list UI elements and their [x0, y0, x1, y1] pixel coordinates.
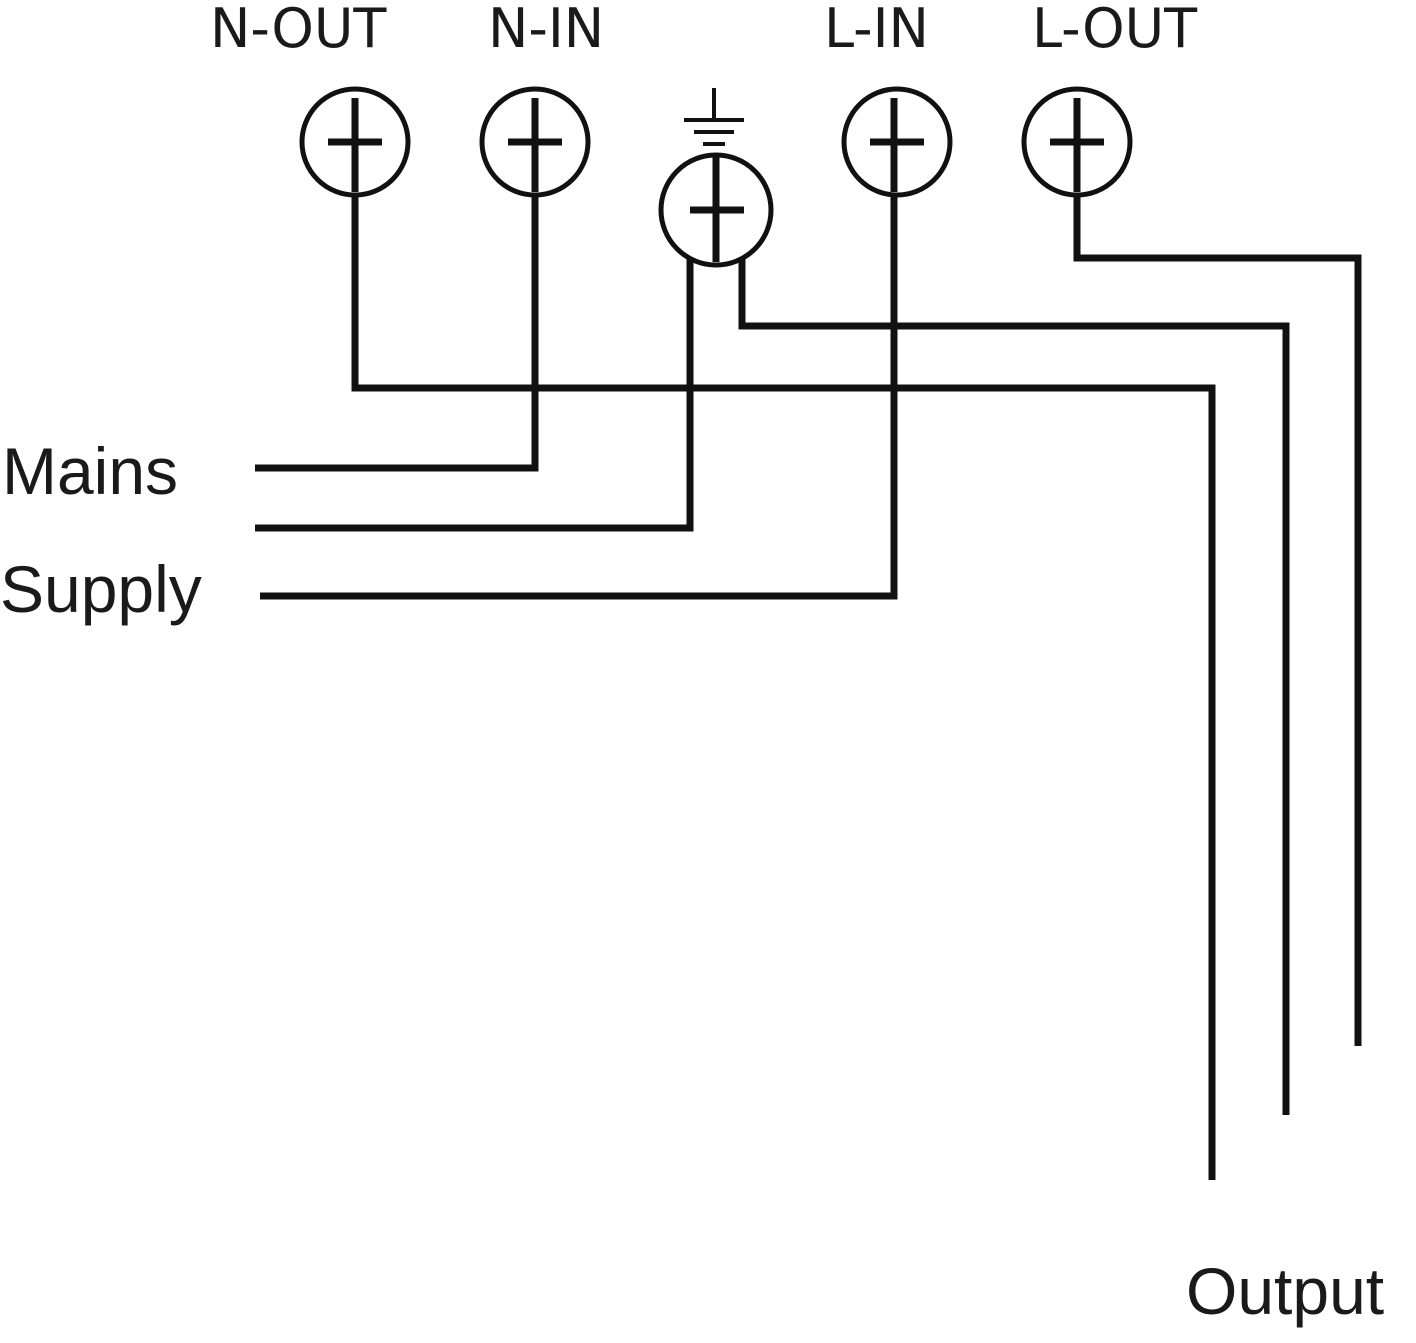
label-output: Output	[1186, 1254, 1385, 1328]
wire-l-in-from-mains	[260, 190, 898, 600]
label-l-out: L-OUT	[1032, 0, 1198, 60]
terminal-l-in	[841, 86, 953, 198]
wire-earth-to-output	[738, 258, 1290, 1115]
wire-n-in-from-mains	[255, 190, 539, 472]
label-supply: Supply	[0, 552, 202, 626]
earth-ground-icon	[684, 88, 744, 146]
terminal-n-in	[479, 86, 591, 198]
label-n-out: N-OUT	[210, 0, 387, 60]
terminal-earth	[658, 152, 774, 268]
wire-earth-from-mains	[255, 258, 694, 532]
label-l-in: L-IN	[824, 0, 929, 60]
terminal-l-out	[1021, 86, 1133, 198]
wire-l-out-to-output	[1073, 190, 1362, 1046]
terminal-n-out	[299, 86, 411, 198]
label-n-in: N-IN	[488, 0, 605, 60]
wire-n-out-to-output	[351, 190, 1216, 1180]
label-mains: Mains	[2, 434, 179, 508]
